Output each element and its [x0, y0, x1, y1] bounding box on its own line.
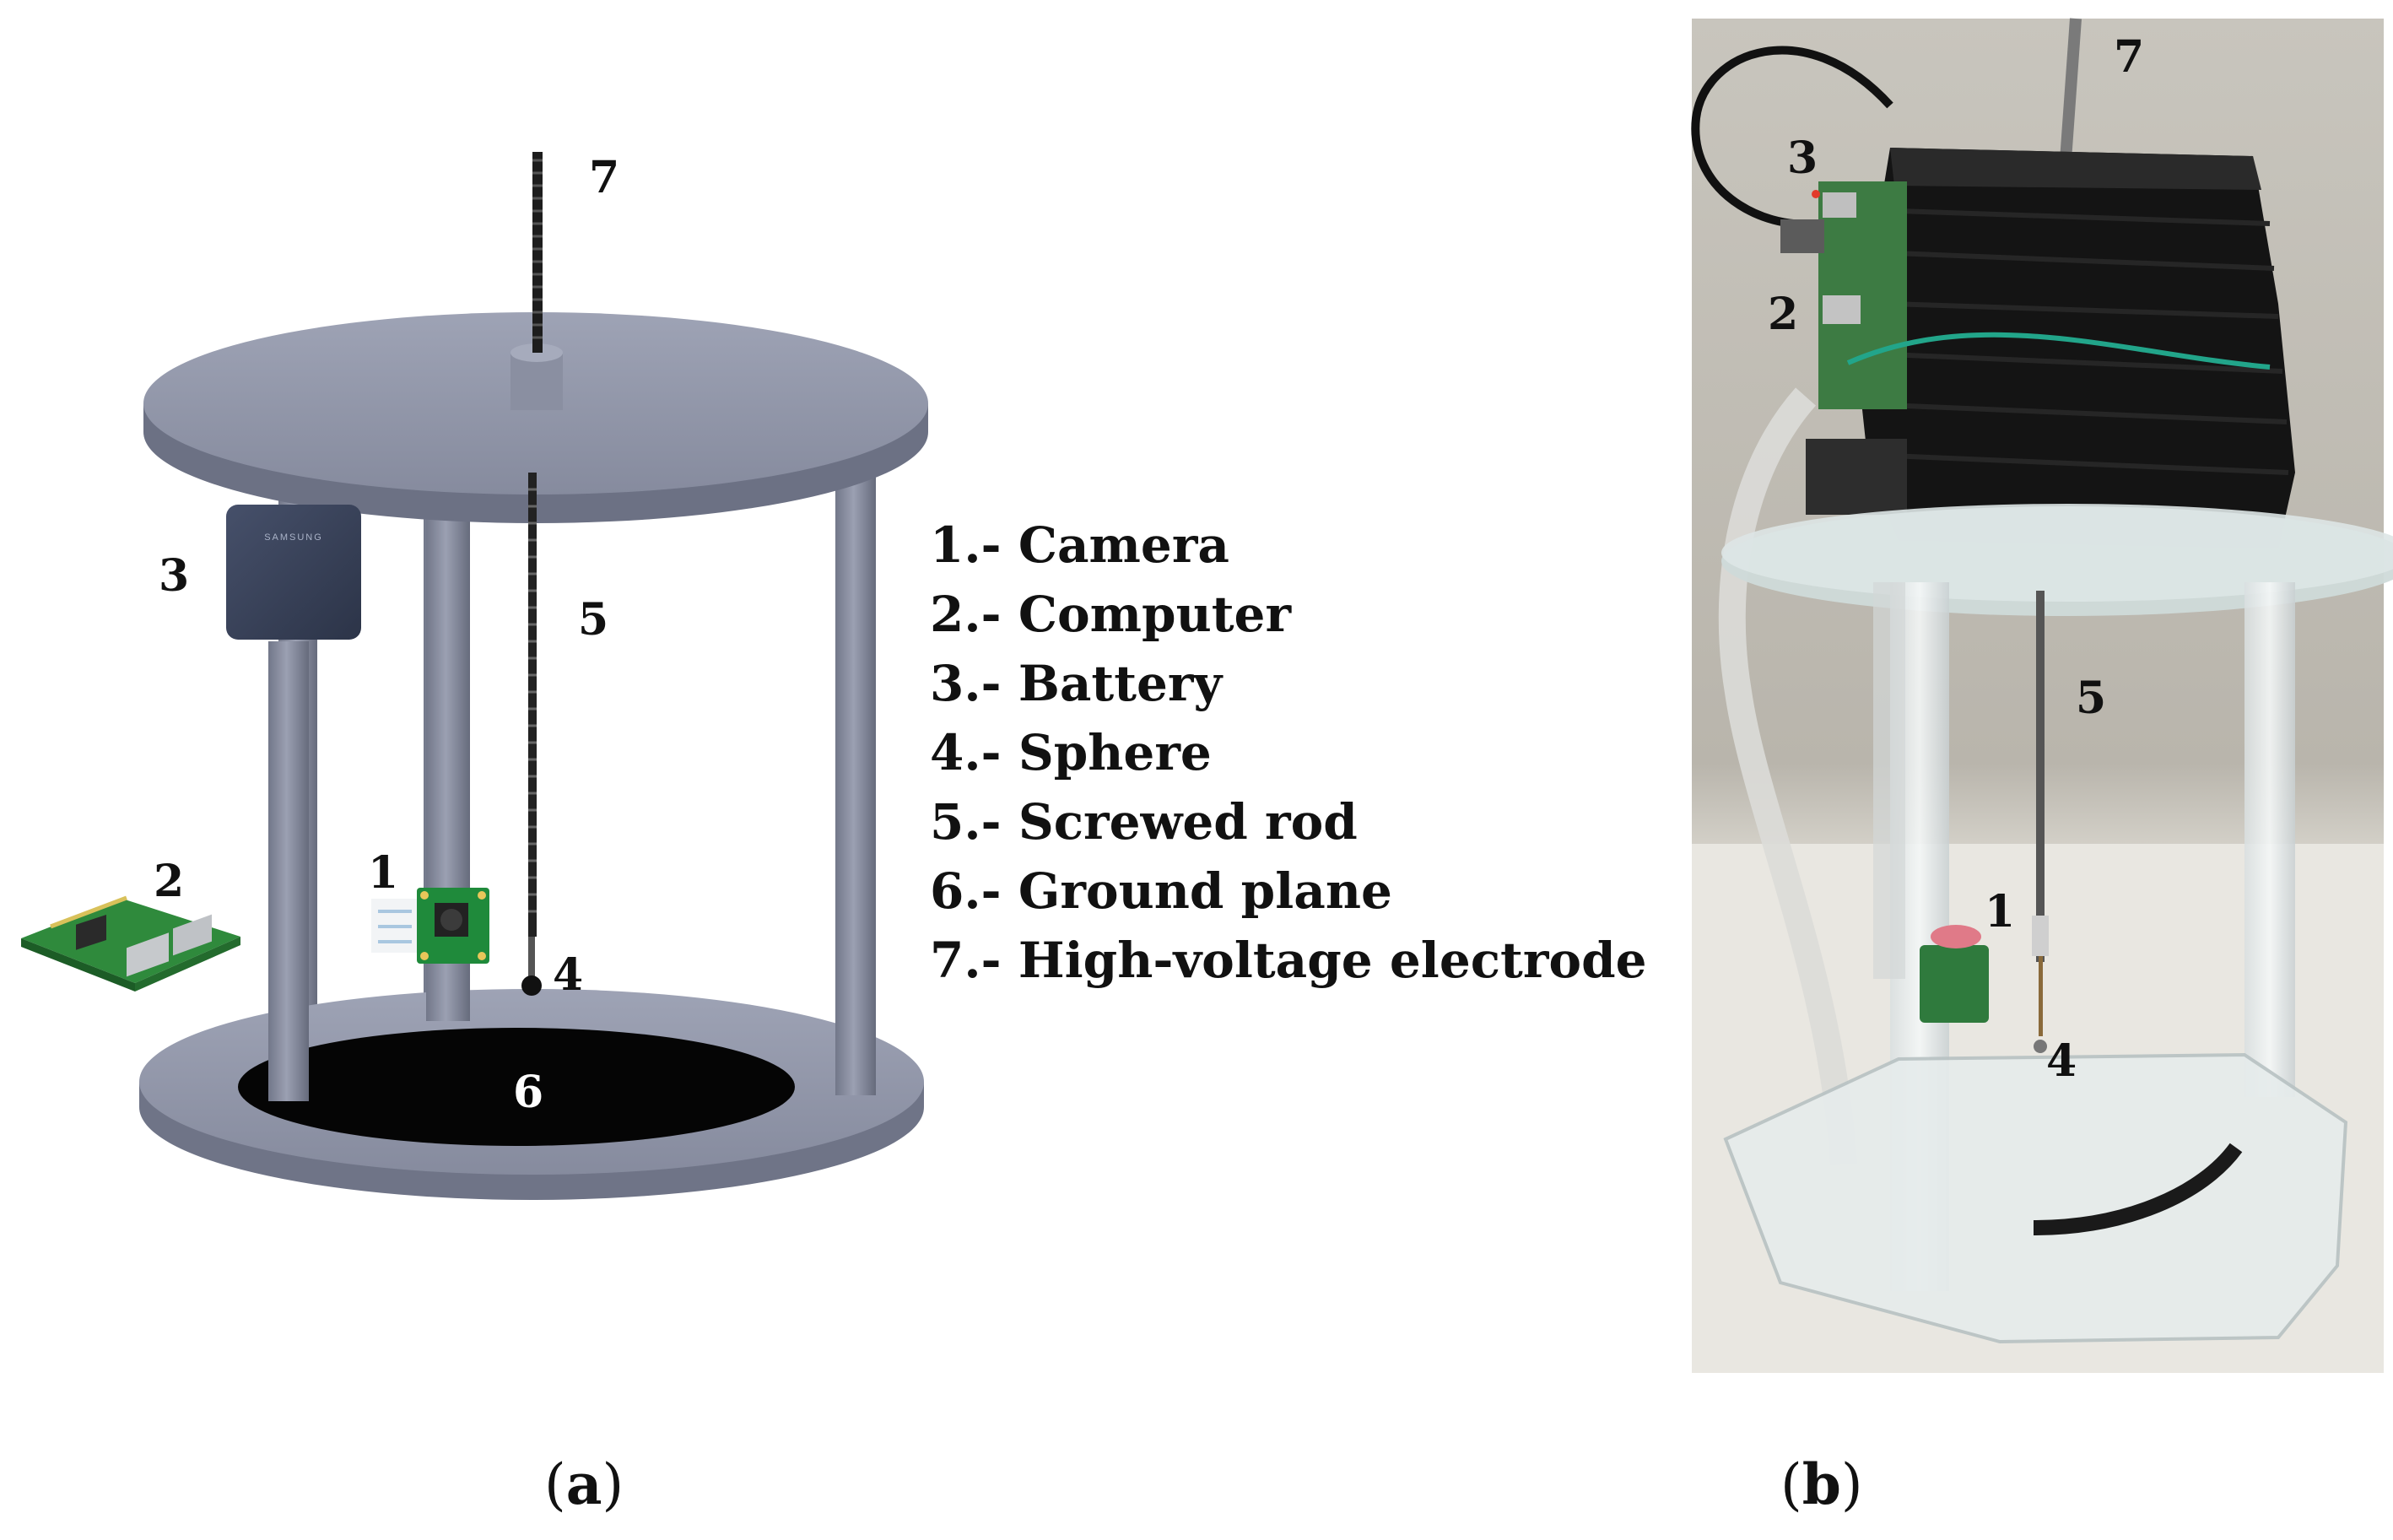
photo-callout-1: 1: [1985, 886, 2015, 938]
photo-camera: [1920, 945, 1989, 1023]
legend-item-ground-plane: 6.- Ground plane: [930, 862, 1392, 920]
pillar-front-right: [835, 456, 876, 1095]
ribbon-cable: [1718, 387, 1857, 1166]
photo-sphere: [2034, 1040, 2047, 1053]
hv-electrode-spring: [2060, 18, 2082, 161]
ground-plane: [238, 1028, 795, 1146]
photo-pillar-back: [1873, 582, 1905, 979]
caption-b-letter: b: [1802, 1451, 1841, 1517]
callout-1: 1: [368, 847, 398, 899]
legend-item-camera: 1.- Camera: [930, 516, 1229, 574]
photo-ground-arc: [2033, 1143, 2243, 1235]
sphere: [521, 975, 542, 996]
photo-callout-3: 3: [1787, 132, 1818, 184]
callout-5: 5: [578, 594, 608, 646]
legend-item-screwed-rod: 5.- Screwed rod: [930, 793, 1358, 851]
legend-item-computer: 2.- Computer: [930, 586, 1292, 643]
pillar-front-left: [268, 641, 309, 1101]
panel-b-photo: 7 3 2 5 1 4: [1691, 18, 2393, 1373]
panel-a-model: SAMSUNG 7 3 5 2: [21, 152, 928, 1200]
electrode-mount: [510, 353, 563, 410]
top-disc: [143, 312, 928, 523]
photo-callout-5: 5: [2076, 673, 2106, 724]
legend-item-battery: 3.- Battery: [930, 655, 1223, 712]
battery-brand-text: SAMSUNG: [264, 532, 323, 543]
screwed-rod: [528, 473, 537, 977]
legend: 1.- Camera 2.- Computer 3.- Battery 4.- …: [930, 511, 1647, 995]
photo-pillar-right: [2244, 582, 2295, 1097]
legend-item-hv-electrode: 7.- High-voltage electrode: [930, 932, 1647, 989]
computer-board: [21, 895, 240, 992]
photo-base-plate: [1723, 1052, 2348, 1344]
callout-7: 7: [589, 152, 619, 203]
callout-2: 2: [154, 856, 184, 907]
bottom-disc: [139, 989, 924, 1200]
legend-item-sphere: 4.- Sphere: [930, 724, 1212, 781]
photo-callout-7: 7: [2114, 31, 2144, 83]
camera-module: [371, 888, 489, 964]
high-voltage-electrode: [532, 152, 543, 353]
callout-6: 6: [513, 1067, 543, 1118]
caption-b: (b): [1780, 1451, 1863, 1517]
callout-4: 4: [553, 949, 583, 1001]
photo-callout-2: 2: [1768, 289, 1798, 340]
photo-callout-4: 4: [2046, 1035, 2077, 1087]
photo-screwed-rod: [2036, 591, 2045, 962]
battery: SAMSUNG: [226, 505, 361, 640]
caption-a-letter: a: [565, 1451, 602, 1517]
electronics-box: [1780, 148, 2295, 548]
callout-3: 3: [159, 550, 189, 602]
usb-cable: [1691, 46, 1893, 230]
caption-a: (a): [544, 1451, 624, 1517]
